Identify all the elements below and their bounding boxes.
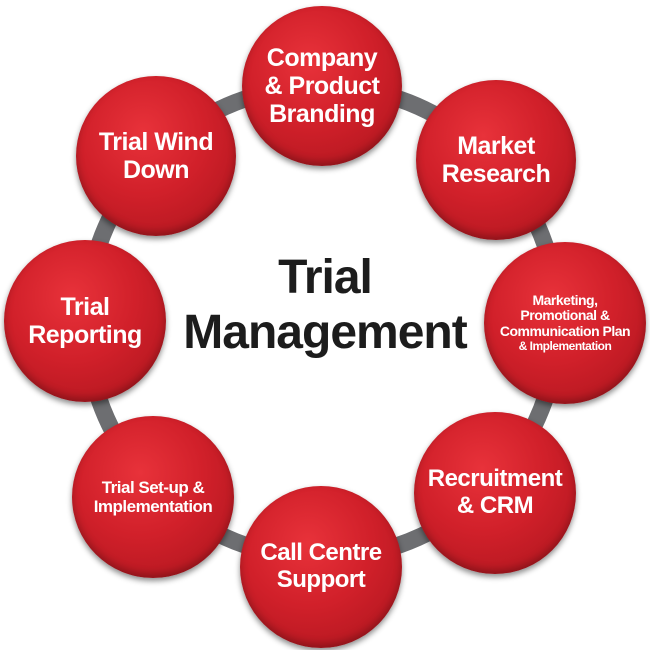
node-label-line: Implementation bbox=[93, 497, 213, 516]
node-trial-wind-down: Trial Wind Down bbox=[76, 76, 236, 236]
node-label-line: Trial Wind bbox=[98, 128, 214, 156]
node-label-line: Trial Set-up & bbox=[101, 477, 205, 497]
node-marketing-communication-plan: Marketing, Promotional & Communication P… bbox=[484, 242, 646, 404]
node-trial-reporting: Trial Reporting bbox=[4, 240, 166, 402]
node-label-line: Research bbox=[441, 160, 551, 188]
node-recruitment-crm: Recruitment & CRM bbox=[414, 412, 576, 574]
node-label-line: & CRM bbox=[456, 492, 534, 519]
node-label-line: & Product bbox=[264, 72, 380, 100]
node-label-line: Marketing, bbox=[532, 291, 598, 308]
center-title: Trial Management bbox=[160, 250, 490, 360]
node-label-line: Support bbox=[276, 566, 366, 593]
node-label-line: Promotional & bbox=[520, 307, 610, 324]
node-label-line: Down bbox=[122, 156, 190, 184]
node-label-line: Call Centre bbox=[260, 539, 382, 567]
node-label-line: Market bbox=[457, 132, 535, 160]
node-label-line: Communication Plan bbox=[499, 323, 631, 340]
node-market-research: Market Research bbox=[416, 80, 576, 240]
node-label-line: Recruitment bbox=[427, 465, 563, 493]
node-label-line: Trial bbox=[60, 293, 110, 321]
node-trial-setup-implementation: Trial Set-up & Implementation bbox=[72, 416, 234, 578]
center-title-line1: Trial bbox=[278, 251, 373, 304]
node-company-product-branding: Company & Product Branding bbox=[242, 6, 402, 166]
node-label-line: Company bbox=[266, 44, 378, 72]
node-label-line: Reporting bbox=[28, 321, 142, 349]
node-label-line: & Implementation bbox=[518, 338, 612, 353]
node-call-centre-support: Call Centre Support bbox=[240, 486, 402, 648]
node-label-line: Branding bbox=[269, 100, 375, 128]
center-title-line2: Management bbox=[183, 306, 467, 360]
